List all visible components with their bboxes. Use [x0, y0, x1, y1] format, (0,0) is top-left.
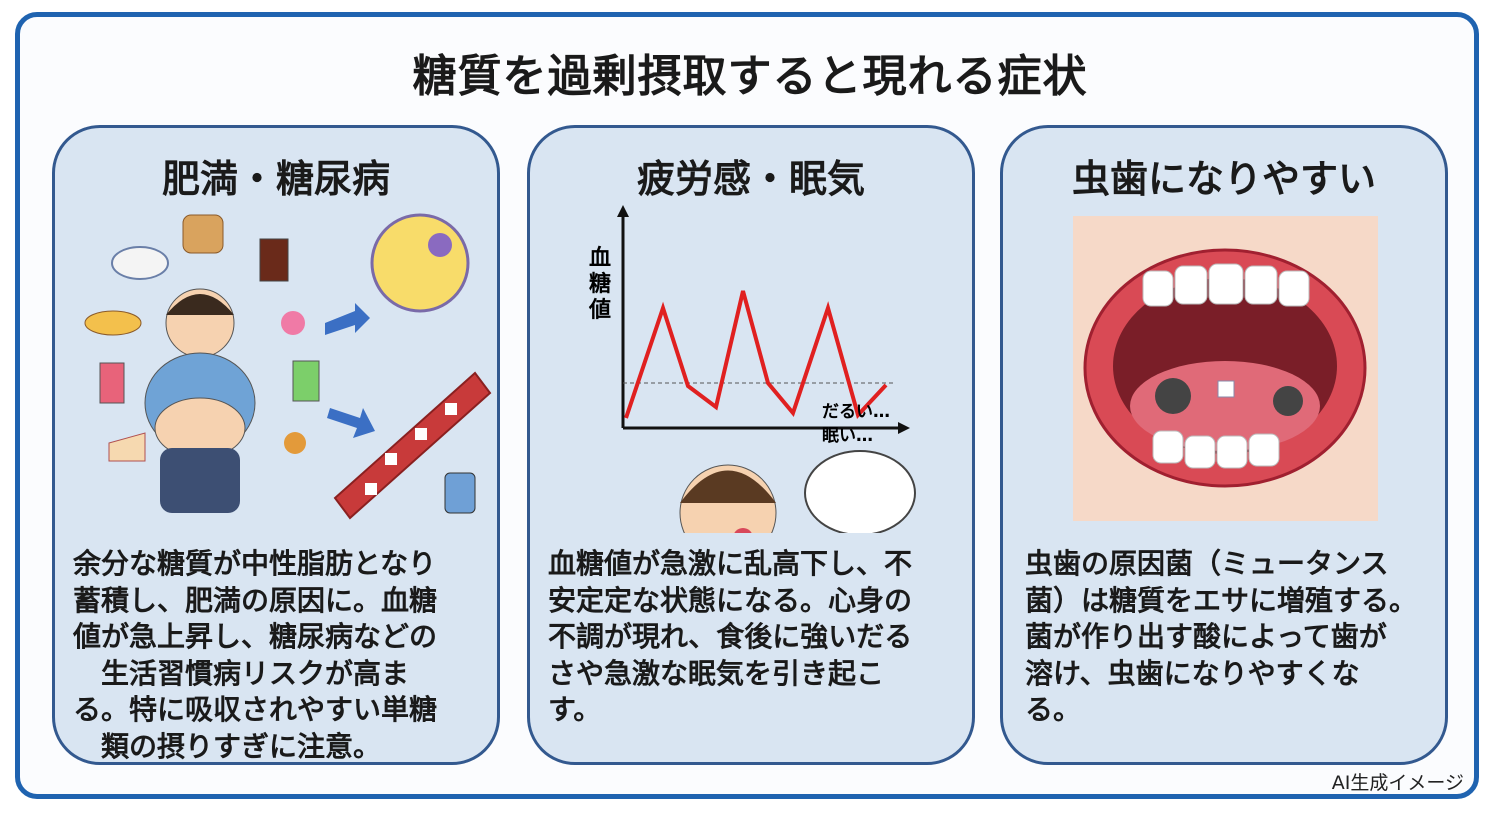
ai-generated-credit: AI生成イメージ — [1331, 772, 1464, 794]
page-title: 糖質を過剰摂取すると現れる症状 — [412, 51, 1088, 102]
panel-description: 余分な糖質が中性脂肪となり蓄積し、肥満の原因に。血糖値が急上昇し、糖尿病などの … — [73, 547, 438, 763]
speech-bubble — [804, 450, 916, 533]
panel-description: 血糖値が急激に乱高下し、不安定定な状態になる。心身の不調が現れ、食後に強いだるさ… — [548, 547, 913, 726]
panel-heading: 疲労感・眠気 — [636, 157, 865, 201]
fat-cell — [370, 213, 470, 313]
panel-fatigue-drowsiness: 疲労感・眠気 血糖値 だるい…眠い… 血糖値が急激に乱高下し、不安定定な状態にな… — [527, 125, 975, 765]
blood-sugar-graph — [617, 205, 916, 533]
y-axis-label: 血糖値 — [588, 246, 611, 323]
arrow-icon — [325, 303, 370, 335]
mouth-illustration — [1073, 216, 1378, 521]
obesity-illustration — [84, 213, 492, 520]
panel-heading: 虫歯になりやすい — [1071, 157, 1376, 201]
blood-vessel-illustration — [333, 371, 492, 520]
panel-heading: 肥満・糖尿病 — [161, 157, 390, 201]
bacteria-icon — [1273, 386, 1303, 416]
panel-tooth-decay: 虫歯になりやすい 虫歯の原因菌（ミュータンス菌）は糖質をエサに増殖する。菌が作り… — [1000, 125, 1448, 765]
glucose-meter-icon — [444, 472, 476, 514]
overweight-man — [144, 288, 256, 513]
sugar-cube-icon — [1217, 380, 1235, 398]
food-icons — [84, 214, 320, 462]
bacteria-icon — [1155, 378, 1191, 414]
arrow-icon — [327, 408, 375, 438]
speech-text: だるい…眠い… — [822, 402, 890, 446]
panel-description: 虫歯の原因菌（ミュータンス菌）は糖質をエサに増殖する。菌が作り出す酸によって歯が… — [1025, 547, 1418, 726]
panel-obesity-diabetes: 肥満・糖尿病 — [52, 125, 500, 765]
glucose-line — [624, 290, 888, 419]
sleepy-boy — [679, 464, 777, 533]
